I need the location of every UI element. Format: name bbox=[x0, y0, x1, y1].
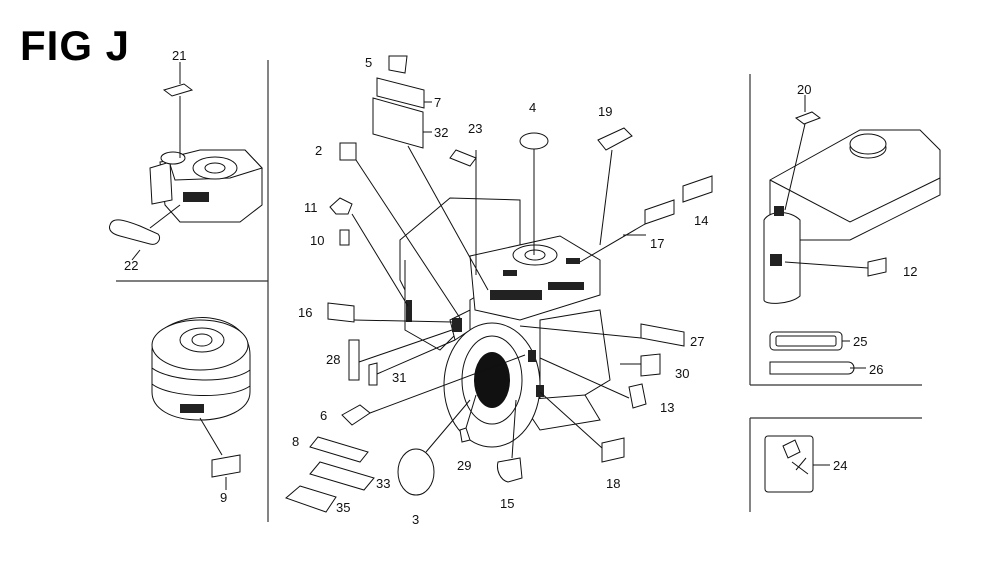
decal-11 bbox=[329, 197, 353, 215]
callout-31: 31 bbox=[392, 370, 406, 385]
decal-20 bbox=[794, 111, 822, 125]
decal-7 bbox=[376, 77, 425, 109]
callout-14: 14 bbox=[694, 213, 708, 228]
decal-28 bbox=[348, 339, 360, 381]
callout-20: 20 bbox=[797, 82, 811, 97]
callout-9: 9 bbox=[220, 490, 227, 505]
callout-28: 28 bbox=[326, 352, 340, 367]
callout-18: 18 bbox=[606, 476, 620, 491]
decal-18 bbox=[601, 437, 625, 463]
callout-12: 12 bbox=[903, 264, 917, 279]
decal-9 bbox=[211, 454, 241, 478]
label-24 bbox=[764, 435, 814, 493]
decal-21 bbox=[162, 83, 194, 97]
callout-22: 22 bbox=[124, 258, 138, 273]
decal-5 bbox=[388, 55, 408, 74]
callout-29: 29 bbox=[457, 458, 471, 473]
callout-15: 15 bbox=[500, 496, 514, 511]
decal-33 bbox=[309, 461, 375, 491]
decal-22 bbox=[109, 219, 161, 245]
fuel-tank-illustration bbox=[763, 129, 941, 304]
callout-4: 4 bbox=[529, 100, 536, 115]
callout-19: 19 bbox=[598, 104, 612, 119]
decal-17 bbox=[644, 199, 675, 225]
decal-16 bbox=[327, 302, 355, 323]
decal-15 bbox=[497, 457, 523, 483]
callout-16: 16 bbox=[298, 305, 312, 320]
callout-7: 7 bbox=[434, 95, 441, 110]
air-cleaner-oval-illustration bbox=[151, 316, 251, 421]
callout-27: 27 bbox=[690, 334, 704, 349]
callout-32: 32 bbox=[434, 125, 448, 140]
callout-8: 8 bbox=[292, 434, 299, 449]
decal-27 bbox=[640, 323, 685, 347]
figure-title: FIG J bbox=[20, 22, 131, 69]
decal-19 bbox=[597, 127, 633, 151]
decal-4 bbox=[519, 132, 549, 150]
decal-2 bbox=[339, 142, 357, 161]
decal-23 bbox=[449, 149, 477, 167]
decal-6 bbox=[341, 404, 371, 426]
decal-8 bbox=[309, 436, 369, 463]
callout-33: 33 bbox=[376, 476, 390, 491]
callout-21: 21 bbox=[172, 48, 186, 63]
callout-5: 5 bbox=[365, 55, 372, 70]
decal-35 bbox=[285, 485, 337, 513]
callout-30: 30 bbox=[675, 366, 689, 381]
callout-10: 10 bbox=[310, 233, 324, 248]
decal-29 bbox=[459, 427, 471, 443]
decal-3 bbox=[397, 448, 435, 496]
callout-35: 35 bbox=[336, 500, 350, 515]
decal-13 bbox=[628, 383, 647, 409]
callout-13: 13 bbox=[660, 400, 674, 415]
callout-6: 6 bbox=[320, 408, 327, 423]
callout-23: 23 bbox=[468, 121, 482, 136]
decal-10 bbox=[339, 229, 350, 246]
callout-11: 11 bbox=[304, 200, 318, 215]
decal-14 bbox=[682, 175, 713, 203]
decal-30 bbox=[640, 353, 661, 377]
engine-illustration bbox=[399, 197, 611, 448]
callout-3: 3 bbox=[412, 512, 419, 527]
callout-26: 26 bbox=[869, 362, 883, 377]
callout-25: 25 bbox=[853, 334, 867, 349]
decal-12 bbox=[867, 257, 887, 277]
air-cleaner-rect-illustration bbox=[149, 149, 263, 223]
callout-17: 17 bbox=[650, 236, 664, 251]
decal-32 bbox=[372, 97, 424, 149]
decal-31 bbox=[368, 362, 378, 386]
callout-2: 2 bbox=[315, 143, 322, 158]
callout-24: 24 bbox=[833, 458, 847, 473]
decal-26 bbox=[769, 361, 855, 375]
